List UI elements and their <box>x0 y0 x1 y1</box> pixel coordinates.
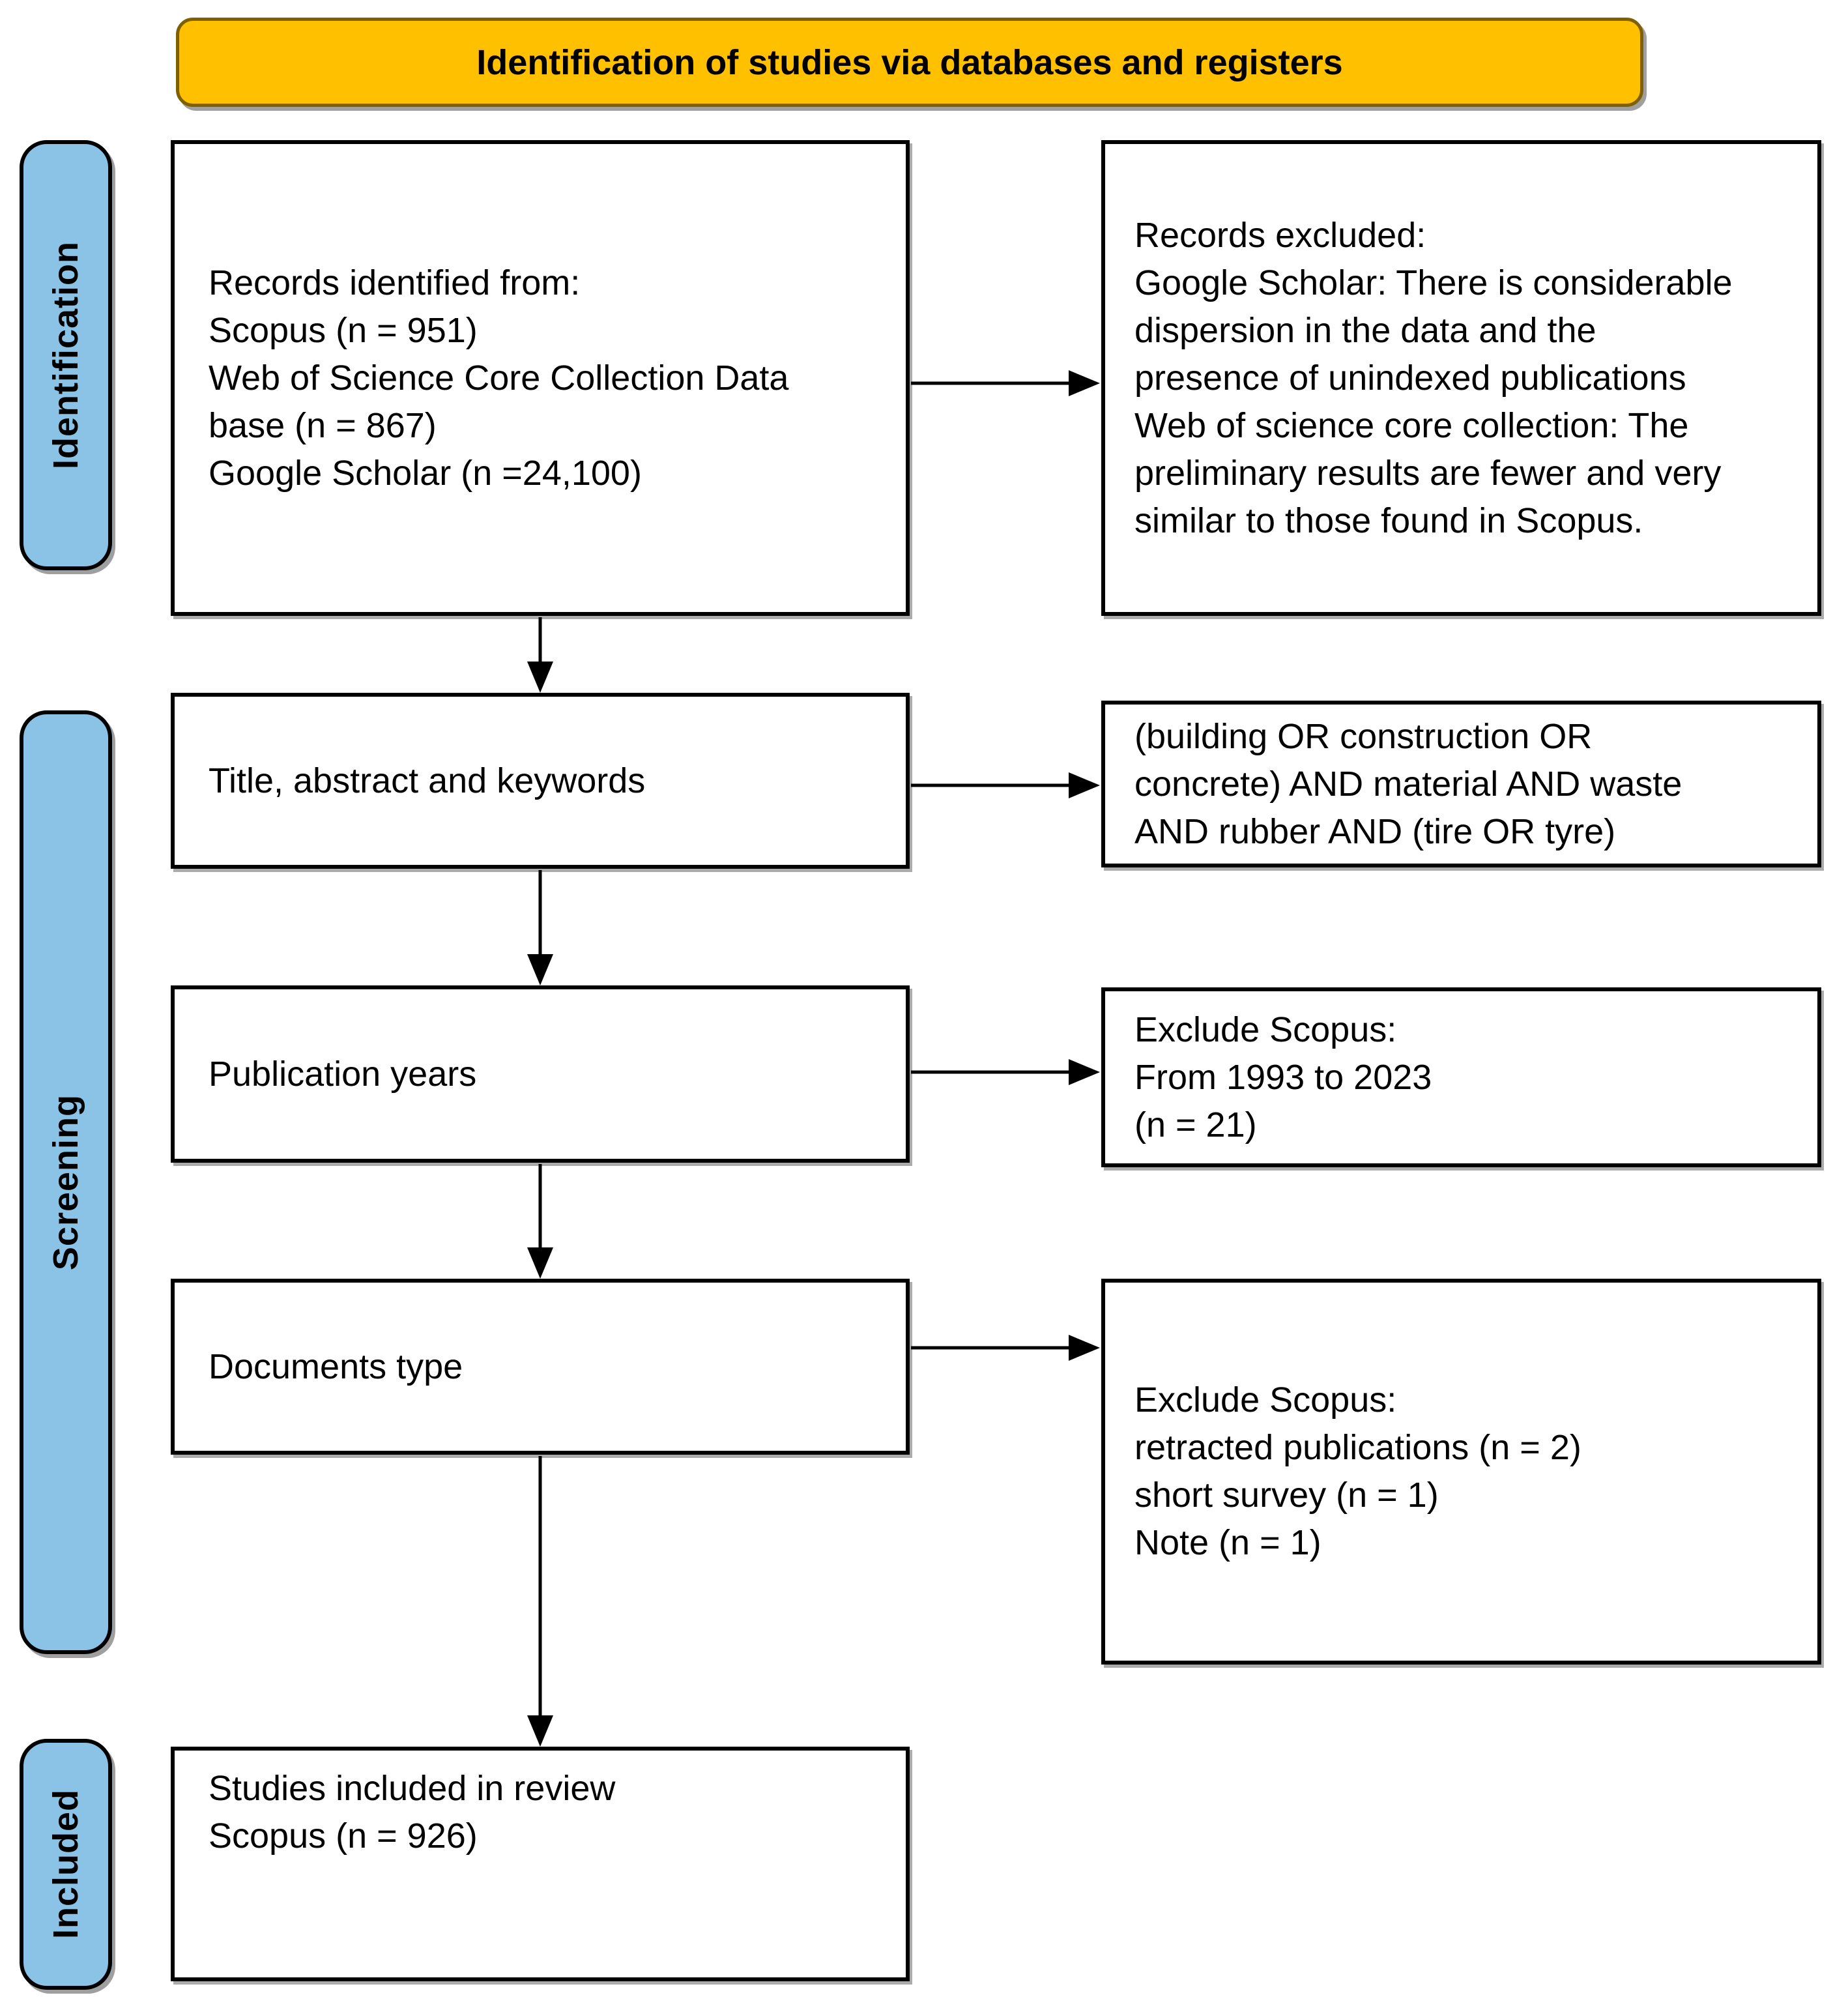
box-records-identified: Records identified from: Scopus (n = 951… <box>171 140 910 616</box>
arrow-down-icon <box>527 954 553 985</box>
arrow-down-icon <box>527 662 553 693</box>
arrow-line <box>538 1456 542 1722</box>
stage-included-label: Included <box>46 1789 85 1940</box>
box-exclude-document-types: Exclude Scopus: retracted publications (… <box>1101 1279 1821 1665</box>
stage-included: Included <box>20 1739 112 1990</box>
arrow-line <box>538 1164 542 1254</box>
stage-identification: Identification <box>20 140 112 570</box>
box-exclude-document-types-text: Exclude Scopus: retracted publications (… <box>1134 1380 1581 1562</box>
box-documents-type: Documents type <box>171 1279 910 1455</box>
arrow-line <box>911 1346 1074 1350</box>
box-exclude-publication-years: Exclude Scopus: From 1993 to 2023 (n = 2… <box>1101 987 1821 1167</box>
box-documents-type-text: Documents type <box>209 1346 463 1386</box>
arrow-doctype-to-exclude <box>911 1335 1100 1361</box>
box-exclude-publication-years-text: Exclude Scopus: From 1993 to 2023 (n = 2… <box>1134 1010 1432 1144</box>
arrow-keywords-to-query <box>911 772 1100 798</box>
box-search-query: (building OR construction OR concrete) A… <box>1101 701 1821 867</box>
stage-screening-label: Screening <box>46 1094 85 1271</box>
arrow-down-icon <box>527 1247 553 1279</box>
arrow-right-icon <box>1069 1059 1100 1085</box>
arrow-doctype-to-included <box>527 1456 553 1747</box>
arrow-years-to-exclude <box>911 1059 1100 1085</box>
stage-screening: Screening <box>20 710 112 1654</box>
box-title-abstract-keywords-text: Title, abstract and keywords <box>209 761 646 800</box>
box-records-identified-text: Records identified from: Scopus (n = 951… <box>209 263 789 493</box>
arrow-years-to-doctype <box>527 1164 553 1279</box>
arrow-records-to-keywords <box>527 617 553 693</box>
box-studies-included-text: Studies included in review Scopus (n = 9… <box>209 1769 616 1855</box>
arrow-line <box>911 381 1074 385</box>
arrow-line <box>538 870 542 961</box>
banner: Identification of studies via databases … <box>176 18 1643 107</box>
box-publication-years-text: Publication years <box>209 1054 477 1094</box>
box-records-excluded-text: Records excluded: Google Scholar: There … <box>1134 215 1733 540</box>
arrow-records-to-excluded <box>911 370 1100 396</box>
arrow-line <box>538 617 542 668</box>
box-title-abstract-keywords: Title, abstract and keywords <box>171 693 910 869</box>
box-records-excluded: Records excluded: Google Scholar: There … <box>1101 140 1821 616</box>
stage-identification-label: Identification <box>46 241 85 469</box>
arrow-right-icon <box>1069 772 1100 798</box>
arrow-down-icon <box>527 1715 553 1747</box>
box-publication-years: Publication years <box>171 985 910 1163</box>
arrow-right-icon <box>1069 1335 1100 1361</box>
box-search-query-text: (building OR construction OR concrete) A… <box>1134 716 1682 851</box>
arrow-right-icon <box>1069 370 1100 396</box>
box-studies-included: Studies included in review Scopus (n = 9… <box>171 1747 910 1981</box>
arrow-line <box>911 1070 1074 1074</box>
arrow-line <box>911 783 1074 787</box>
arrow-keywords-to-years <box>527 870 553 985</box>
banner-title: Identification of studies via databases … <box>476 42 1343 82</box>
